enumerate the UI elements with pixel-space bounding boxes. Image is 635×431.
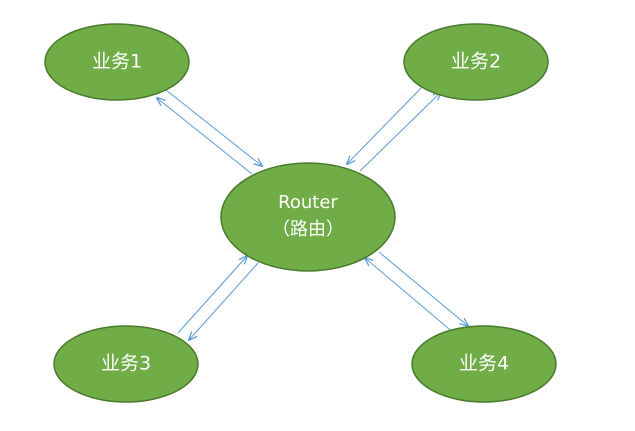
edge-service2-to-router [347,84,425,164]
node-service4: 业务4 [411,325,557,403]
node-service1: 业务1 [44,23,190,101]
node-service3: 业务3 [53,325,199,403]
node-service3-shape [53,325,199,403]
node-service4-shape [411,325,557,403]
node-service2: 业务2 [403,23,549,101]
node-service4-label: 业务4 [459,353,509,375]
node-router-subtitle: （路由） [272,219,344,240]
node-service2-label: 业务2 [451,51,501,73]
node-router-shape [220,162,396,272]
node-service1-shape [44,23,190,101]
edge-service3-to-router [177,256,247,334]
edge-service1-to-router [165,89,262,166]
node-service3-label: 业务3 [101,353,151,375]
node-router-title: Router [278,192,338,213]
edge-router-to-service1 [157,98,253,175]
edge-router-to-service3 [189,262,259,340]
edge-router-to-service4 [378,251,468,326]
node-service2-shape [403,23,549,101]
edge-router-to-service2 [359,92,441,172]
edge-service4-to-router [365,258,456,335]
node-router: Router （路由） [220,162,396,272]
node-service1-label: 业务1 [92,51,142,73]
